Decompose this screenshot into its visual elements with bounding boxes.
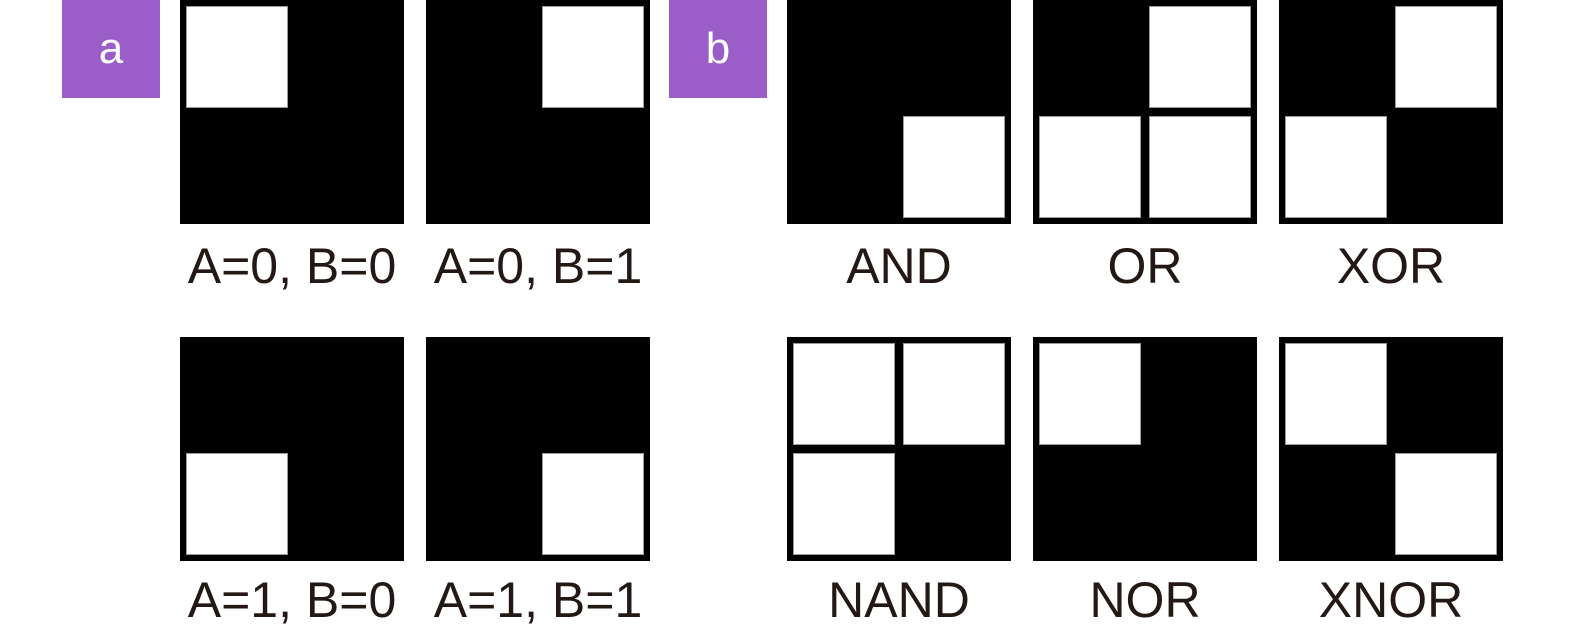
cell-bottom-right — [903, 116, 1005, 218]
input-tile — [180, 337, 404, 561]
cell-bottom-left — [186, 453, 288, 555]
input-tile — [426, 0, 650, 224]
input-label: A=1, B=1 — [433, 572, 643, 628]
gate-label-xor: XOR — [1336, 238, 1446, 294]
cell-top-right — [542, 6, 644, 108]
gate-label-or: OR — [1107, 238, 1183, 294]
input-tile — [180, 0, 404, 224]
cell-top-left — [186, 6, 288, 108]
cell-bottom-right — [1395, 453, 1497, 555]
gate-label-nor: NOR — [1089, 572, 1201, 628]
input-label: A=1, B=0 — [187, 572, 397, 628]
gate-tile-xnor — [1279, 337, 1503, 561]
gate-label-nand: NAND — [828, 572, 970, 628]
cell-bottom-left — [1039, 116, 1141, 218]
cell-top-left — [1039, 343, 1141, 445]
input-label: A=0, B=0 — [187, 238, 397, 294]
cell-top-right — [1149, 6, 1251, 108]
cell-bottom-left — [793, 453, 895, 555]
cell-bottom-right — [1149, 116, 1251, 218]
panel-b-badge: b — [669, 0, 767, 98]
cell-top-right — [903, 343, 1005, 445]
cell-top-right — [1395, 6, 1497, 108]
input-tile — [426, 337, 650, 561]
cell-bottom-left — [1285, 116, 1387, 218]
gate-tile-and — [787, 0, 1011, 224]
gate-tile-xor — [1279, 0, 1503, 224]
gate-tile-or — [1033, 0, 1257, 224]
input-label: A=0, B=1 — [433, 238, 643, 294]
gate-tile-nor — [1033, 337, 1257, 561]
cell-bottom-right — [542, 453, 644, 555]
cell-top-left — [1285, 343, 1387, 445]
gate-label-xnor: XNOR — [1318, 572, 1464, 628]
gate-tile-nand — [787, 337, 1011, 561]
gate-label-and: AND — [846, 238, 952, 294]
cell-top-left — [793, 343, 895, 445]
panel-a-badge: a — [62, 0, 160, 98]
